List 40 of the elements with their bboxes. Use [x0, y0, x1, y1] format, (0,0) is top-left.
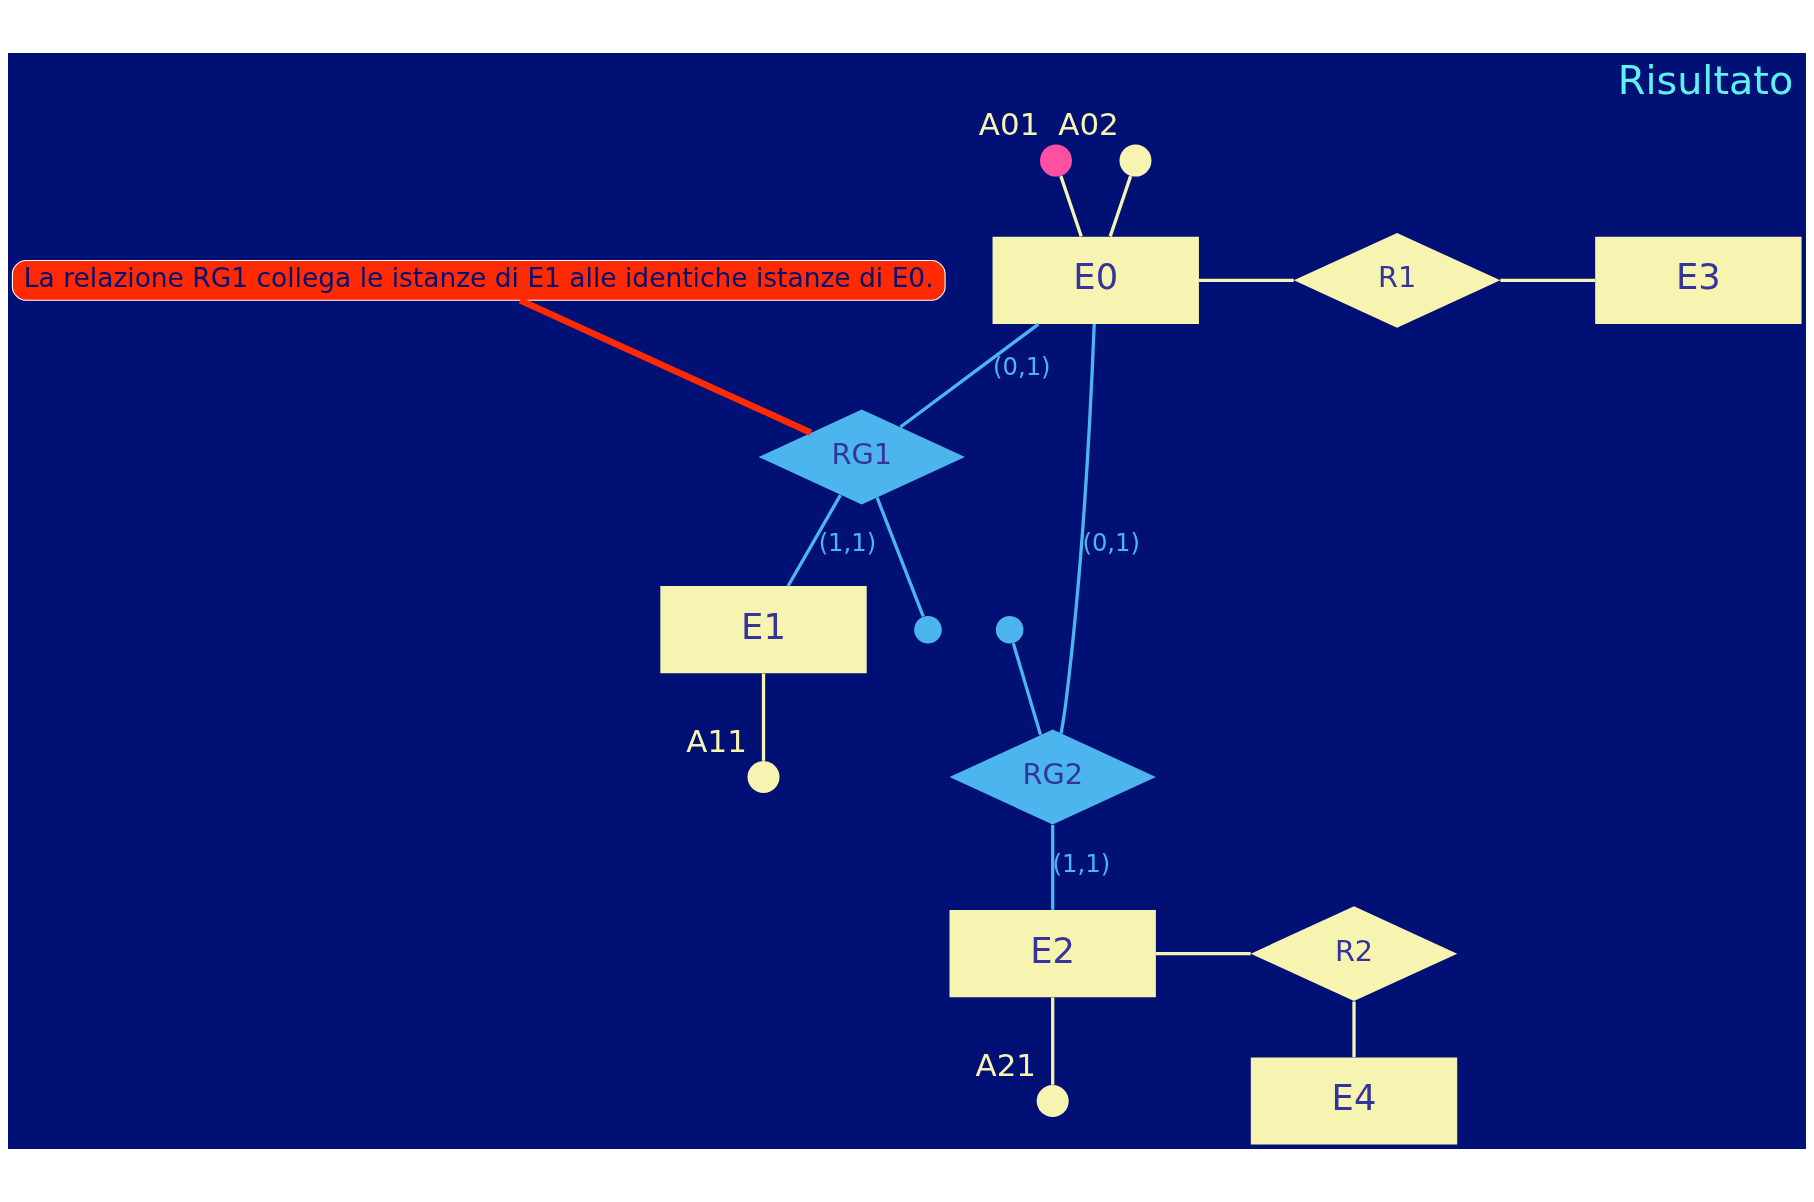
node-circle	[747, 761, 780, 794]
connector	[875, 497, 925, 617]
connector	[786, 494, 842, 587]
connector	[518, 297, 813, 436]
connector	[899, 322, 1040, 429]
node-diamond: R1	[1293, 232, 1501, 328]
node-diamond: R2	[1250, 906, 1458, 1002]
node-box: E4	[1250, 1057, 1458, 1145]
connector	[1156, 952, 1251, 956]
edge-label: (0,1)	[1082, 528, 1140, 558]
node-circle	[995, 615, 1024, 644]
connector	[1011, 642, 1043, 736]
edge-label: (0,1)	[993, 351, 1051, 381]
connector	[1051, 997, 1055, 1085]
node-diamond: RG2	[949, 729, 1156, 825]
node-circle	[1036, 1085, 1069, 1117]
node-box: E1	[660, 586, 867, 674]
node-label: A21	[975, 1046, 1037, 1083]
node-circle	[1119, 144, 1152, 177]
node-box: E0	[992, 236, 1199, 324]
node-box: E2	[949, 910, 1156, 998]
connector	[1051, 824, 1055, 910]
diagram-title: Risultato	[1617, 56, 1794, 103]
connector	[761, 673, 766, 761]
edge-label: (1,1)	[818, 528, 877, 558]
node-diamond: RG1	[758, 409, 965, 505]
connector	[1199, 278, 1294, 283]
node-circle	[914, 615, 942, 644]
node-label: A01	[978, 106, 1040, 143]
node-box: La relazione RG1 collega le istanze di E1 alle identiche istanze di E0.	[11, 259, 946, 301]
edge-label: (1,1)	[1052, 848, 1111, 878]
connector	[1059, 175, 1083, 237]
node-circle	[1040, 144, 1072, 177]
node-box: E3	[1595, 236, 1802, 324]
node-label: A02	[1058, 106, 1119, 143]
node-label: A11	[686, 722, 747, 759]
connector	[1059, 323, 1096, 734]
connector	[1108, 175, 1133, 237]
connector	[1500, 278, 1596, 283]
connector	[1352, 1001, 1356, 1058]
